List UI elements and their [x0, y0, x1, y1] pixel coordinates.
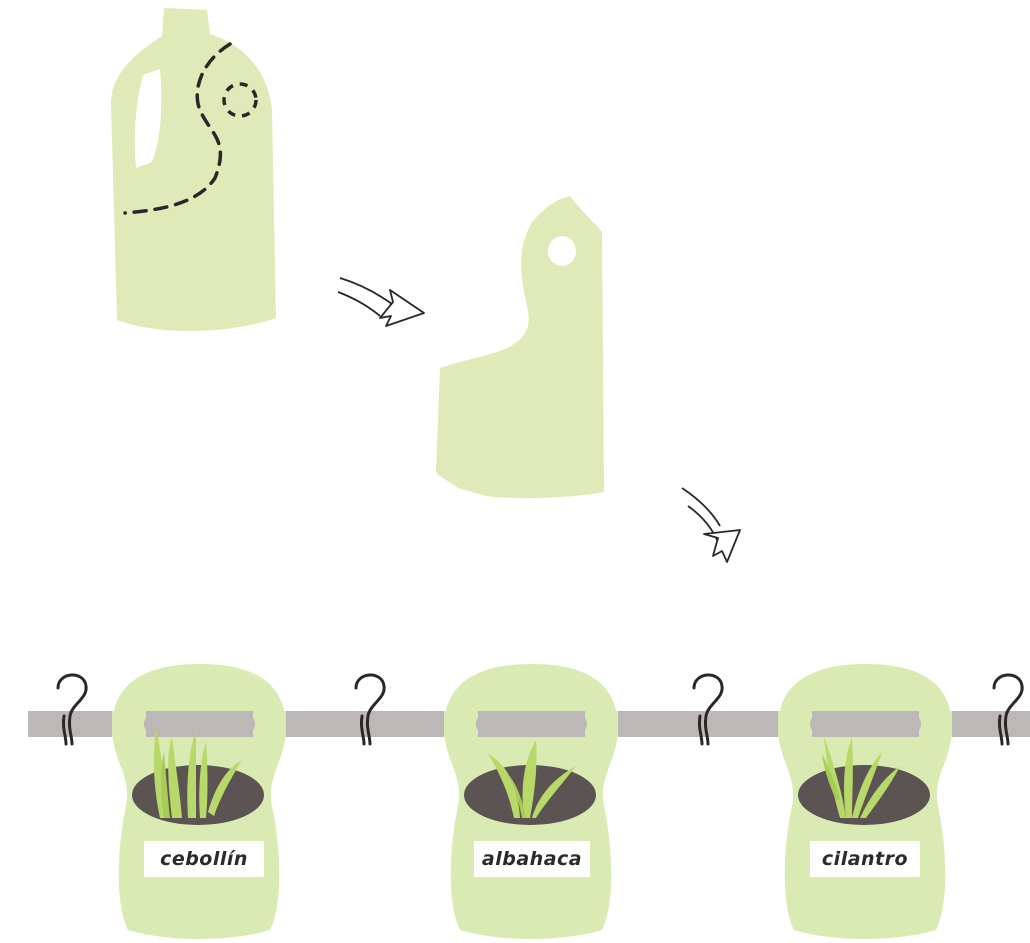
- hanging-garden: [28, 664, 1030, 939]
- cut-piece-hole: [548, 236, 576, 266]
- jug-body: [111, 8, 276, 331]
- planter-label-cebollin: cebollín: [144, 841, 264, 877]
- cut-piece-body: [436, 196, 604, 498]
- cut-bottle-piece-icon: [436, 196, 604, 498]
- soil-1: [132, 765, 264, 825]
- hollow-curved-arrow-icon: [338, 278, 424, 326]
- planter-label-albahaca: albahaca: [474, 841, 590, 877]
- planter-label-cilantro: cilantro: [810, 841, 920, 877]
- hollow-curved-arrow-icon: [682, 488, 740, 562]
- bottle-with-cut-lines-icon: [111, 8, 276, 331]
